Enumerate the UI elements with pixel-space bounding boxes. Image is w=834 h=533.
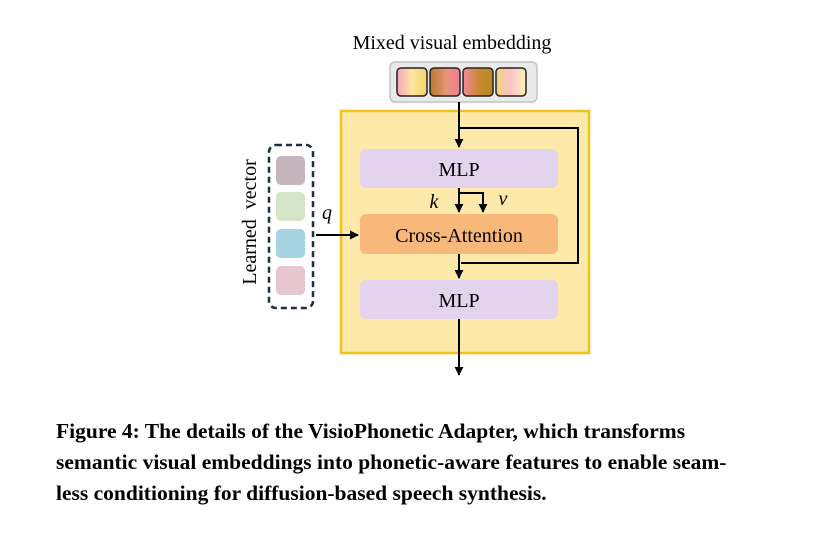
residual-skip-path <box>459 127 579 264</box>
learned-vector-tokens <box>276 156 305 295</box>
adapter-diagram: Mixed visual embedding MLP Cross-Attenti… <box>239 32 591 376</box>
mlp-top-block <box>360 149 558 188</box>
learned-token <box>276 156 305 185</box>
learned-token <box>276 192 305 221</box>
embedding-token <box>396 67 428 97</box>
learned-vector-group <box>267 143 315 310</box>
cross-attention-block <box>360 214 558 254</box>
embedding-token <box>495 67 527 97</box>
embedding-token <box>429 67 461 97</box>
edge-label-k: k <box>430 191 440 213</box>
mlp-bottom-label: MLP <box>438 290 479 312</box>
mlp-bottom-block <box>360 280 558 319</box>
caption-line: less conditioning for diffusion-based sp… <box>56 481 547 505</box>
figure-caption: Figure 4: The details of the VisioPhonet… <box>56 416 786 509</box>
learned-vector-label: Learned vector <box>239 159 261 285</box>
connections <box>316 102 579 376</box>
edge-label-v: v <box>499 188 508 210</box>
caption-line: semantic visual embeddings into phonetic… <box>56 450 727 474</box>
arrow-v <box>459 192 488 213</box>
learned-token <box>276 266 305 295</box>
embedding-token <box>462 67 494 97</box>
mixed-embedding-tokens <box>389 61 538 103</box>
learned-token <box>276 229 305 258</box>
input-label: Mixed visual embedding <box>353 32 552 54</box>
mlp-top-label: MLP <box>438 159 479 181</box>
cross-attention-label: Cross-Attention <box>395 225 523 247</box>
edge-label-q: q <box>322 202 332 224</box>
caption-line: Figure 4: The details of the VisioPhonet… <box>56 419 686 443</box>
